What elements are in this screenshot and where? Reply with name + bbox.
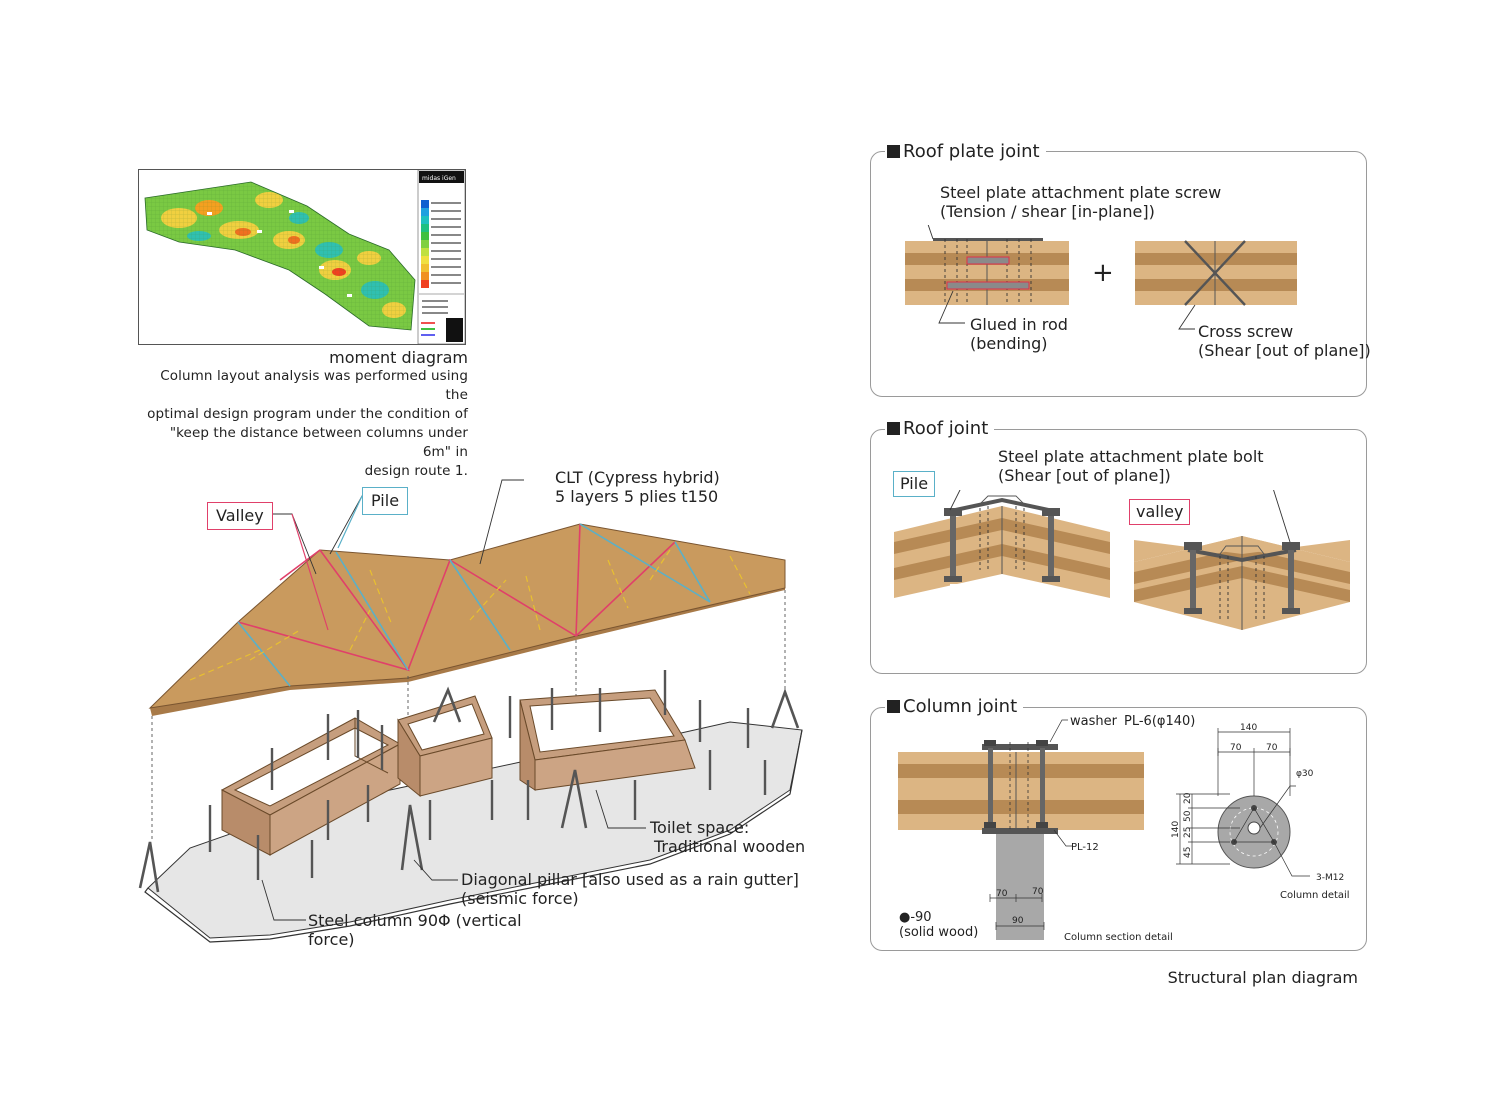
clt-label-line-1: CLT (Cypress hybrid) — [555, 468, 720, 487]
column-detail-plan: 140 70 70 φ30 3-M12 Column detail 20 50 … — [1171, 723, 1350, 901]
plate-bolt-line-1: Steel plate attachment plate bolt — [998, 447, 1264, 466]
roof-joint-valley-tag: valley — [1129, 499, 1191, 525]
valley-joint — [1134, 536, 1350, 630]
solid-wood-line-1: ●-90 — [899, 910, 932, 925]
dim-v25: 25 — [1183, 827, 1193, 838]
glued-rod-label: Glued in rod (bending) — [970, 315, 1068, 353]
moment-description: Column layout analysis was performed usi… — [138, 367, 468, 481]
plate-screw-line-1: Steel plate attachment plate screw — [940, 183, 1222, 202]
column-joint-title-text: Column joint — [903, 696, 1018, 717]
valley-tag: Valley — [207, 502, 273, 530]
square-bullet-icon — [887, 422, 900, 435]
cross-screw-line-2: (Shear [out of plane]) — [1198, 341, 1371, 360]
glued-rod-line-1: Glued in rod — [970, 315, 1068, 334]
pl6-label: PL-6(φ140) — [1124, 714, 1196, 729]
roof-plate-joint-drawing — [905, 225, 1297, 330]
glued-rod-line-2: (bending) — [970, 334, 1048, 353]
dim-70-left: 70 — [996, 889, 1008, 899]
cross-screw-label: Cross screw (Shear [out of plane]) — [1198, 322, 1371, 360]
diagonal-pillars — [138, 686, 800, 893]
plate-bolt-label: Steel plate attachment plate bolt (Shear… — [998, 447, 1264, 485]
column-detail-label: Column detail — [1280, 890, 1350, 901]
steel-columns — [208, 670, 767, 880]
roof-joint-title-text: Roof joint — [903, 418, 989, 439]
axonometric-diagram — [138, 479, 803, 943]
diagonal-pillar-line-2: (seismic force) — [461, 889, 579, 908]
dim-90: 90 — [1012, 916, 1024, 926]
cross-screw-member — [1135, 240, 1297, 306]
square-bullet-icon — [887, 145, 900, 158]
glued-rod-member — [905, 238, 1069, 305]
steel-column-line-1: Steel column 90Φ (vertical — [308, 911, 522, 930]
washer-label: washer — [1070, 714, 1117, 729]
square-bullet-icon — [887, 700, 900, 713]
diagonal-pillar-line-1: Diagonal pillar [also used as a rain gut… — [461, 870, 799, 889]
roof-joint-pile-tag: Pile — [893, 471, 936, 497]
roof-plate-joint-title-text: Roof plate joint — [903, 141, 1040, 162]
dim-v45: 45 — [1183, 847, 1193, 858]
pile-joint — [894, 495, 1110, 598]
plate-bolt-line-2: (Shear [out of plane]) — [998, 466, 1171, 485]
plate-screw-line-2: (Tension / shear [in-plane]) — [940, 202, 1155, 221]
toilet-label-line-1: Toilet space: — [650, 818, 750, 837]
dim-v50: 50 — [1183, 810, 1193, 822]
roof-joint-title: Roof joint — [885, 418, 995, 440]
dim-70-plan-left: 70 — [1230, 743, 1242, 753]
column-joint-drawing: 70 70 90 PL-12 Column section detail 140… — [898, 719, 1350, 943]
software-label: midas iGen — [422, 175, 456, 182]
moment-caption: moment diagram — [329, 348, 468, 367]
dim-70-plan-right: 70 — [1266, 743, 1278, 753]
moment-line-1: Column layout analysis was performed usi… — [160, 368, 468, 403]
clt-label-line-2: 5 layers 5 plies t150 — [555, 487, 719, 506]
roof-plate-joint-title: Roof plate joint — [885, 141, 1046, 163]
steel-column-label: Steel column 90Φ (vertical force) — [308, 911, 522, 949]
clt-roof — [148, 523, 786, 716]
moment-line-4: design route 1. — [364, 463, 468, 479]
toilet-label-line-2: Traditional wooden — [654, 837, 806, 856]
plus-sign: + — [1092, 258, 1114, 288]
pile-tag: Pile — [362, 487, 409, 515]
column-section-detail-label: Column section detail — [1064, 932, 1173, 943]
diagonal-pillar-label: Diagonal pillar [also used as a rain gut… — [461, 870, 799, 908]
toilet-label: Toilet space: Traditional wooden — [650, 818, 805, 856]
structural-plan-caption: Structural plan diagram — [1167, 968, 1358, 987]
moment-legend: midas iGen — [417, 170, 465, 344]
moment-line-2: optimal design program under the conditi… — [147, 406, 468, 422]
moment-contour-plot: midas iGen — [144, 170, 465, 344]
toilet-boxes — [220, 689, 696, 856]
cross-screw-line-1: Cross screw — [1198, 322, 1294, 341]
pl12-label: PL-12 — [1071, 842, 1099, 853]
dim-70-right: 70 — [1032, 887, 1044, 897]
clt-label: CLT (Cypress hybrid) 5 layers 5 plies t1… — [555, 468, 720, 506]
phi30-label: φ30 — [1296, 769, 1314, 779]
plate-screw-label: Steel plate attachment plate screw (Tens… — [940, 183, 1221, 221]
steel-column-line-2: force) — [308, 930, 355, 949]
solid-wood-label: ●-90 (solid wood) — [899, 910, 978, 940]
dim-140-top: 140 — [1240, 723, 1257, 733]
moment-line-3: "keep the distance between columns under… — [169, 425, 468, 460]
solid-wood-line-2: (solid wood) — [899, 925, 979, 940]
column-joint-title: Column joint — [885, 696, 1024, 718]
roof-joint-drawing — [894, 490, 1350, 630]
dim-v20: 20 — [1183, 792, 1193, 804]
m12-label: 3-M12 — [1316, 873, 1344, 883]
moment-diagram: midas iGen — [138, 169, 466, 345]
dim-v140: 140 — [1171, 821, 1181, 838]
